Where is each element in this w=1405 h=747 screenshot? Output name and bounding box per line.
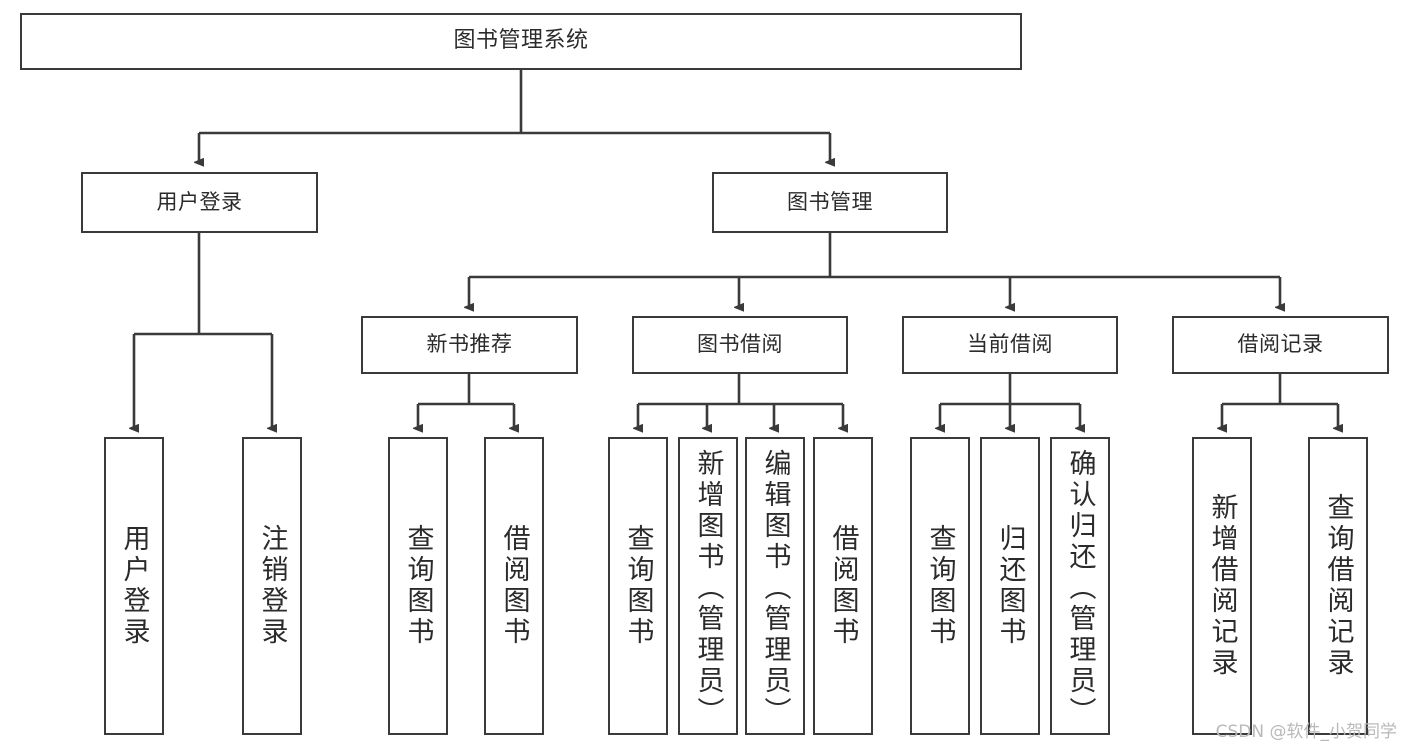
leaf-add-borrow-record[interactable]: 新增借阅记录 xyxy=(1192,437,1252,735)
node-label: 借阅图书 xyxy=(498,524,530,648)
node-label: 确认归还（管理员） xyxy=(1064,449,1096,728)
node-book-management[interactable]: 图书管理 xyxy=(712,172,948,233)
leaf-logout-login[interactable]: 注销登录 xyxy=(242,437,302,735)
node-label: 查询图书 xyxy=(924,524,956,648)
leaf-query-book-borrow[interactable]: 查询图书 xyxy=(608,437,668,735)
leaf-borrow-book[interactable]: 借阅图书 xyxy=(813,437,873,735)
leaf-edit-book-admin[interactable]: 编辑图书（管理员） xyxy=(745,437,805,735)
leaf-return-book[interactable]: 归还图书 xyxy=(980,437,1040,735)
node-label: 用户登录 xyxy=(156,189,243,214)
leaf-confirm-return-admin[interactable]: 确认归还（管理员） xyxy=(1050,437,1110,735)
node-root-book-management-system[interactable]: 图书管理系统 xyxy=(20,13,1022,70)
leaf-query-book-recommend[interactable]: 查询图书 xyxy=(388,437,448,735)
node-book-borrow[interactable]: 图书借阅 xyxy=(632,316,848,374)
watermark: CSDN @软件_小贺同学 xyxy=(1215,722,1397,742)
node-label: 图书借阅 xyxy=(697,332,783,357)
node-current-borrow[interactable]: 当前借阅 xyxy=(902,316,1118,374)
leaf-user-login[interactable]: 用户登录 xyxy=(104,437,164,735)
node-label: 用户登录 xyxy=(118,524,150,648)
node-label: 新增图书（管理员） xyxy=(692,449,724,728)
leaf-add-book-admin[interactable]: 新增图书（管理员） xyxy=(678,437,738,735)
node-new-book-recommend[interactable]: 新书推荐 xyxy=(361,316,578,374)
leaf-borrow-book-recommend[interactable]: 借阅图书 xyxy=(484,437,544,735)
node-label: 查询借阅记录 xyxy=(1322,493,1354,679)
node-label: 注销登录 xyxy=(256,524,288,648)
node-label: 查询图书 xyxy=(402,524,434,648)
node-label: 新书推荐 xyxy=(426,332,513,357)
node-label: 编辑图书（管理员） xyxy=(759,449,791,728)
leaf-query-book-current[interactable]: 查询图书 xyxy=(910,437,970,735)
node-label: 图书管理 xyxy=(787,189,873,214)
leaf-query-borrow-record[interactable]: 查询借阅记录 xyxy=(1308,437,1368,735)
node-label: 借阅图书 xyxy=(827,524,859,648)
node-label: 归还图书 xyxy=(994,524,1026,648)
node-label: 查询图书 xyxy=(622,524,654,648)
node-user-login[interactable]: 用户登录 xyxy=(81,172,318,233)
node-label: 当前借阅 xyxy=(967,332,1053,357)
node-borrow-record[interactable]: 借阅记录 xyxy=(1172,316,1389,374)
node-label: 图书管理系统 xyxy=(453,28,589,54)
node-label: 新增借阅记录 xyxy=(1206,493,1238,679)
node-label: 借阅记录 xyxy=(1237,332,1324,357)
